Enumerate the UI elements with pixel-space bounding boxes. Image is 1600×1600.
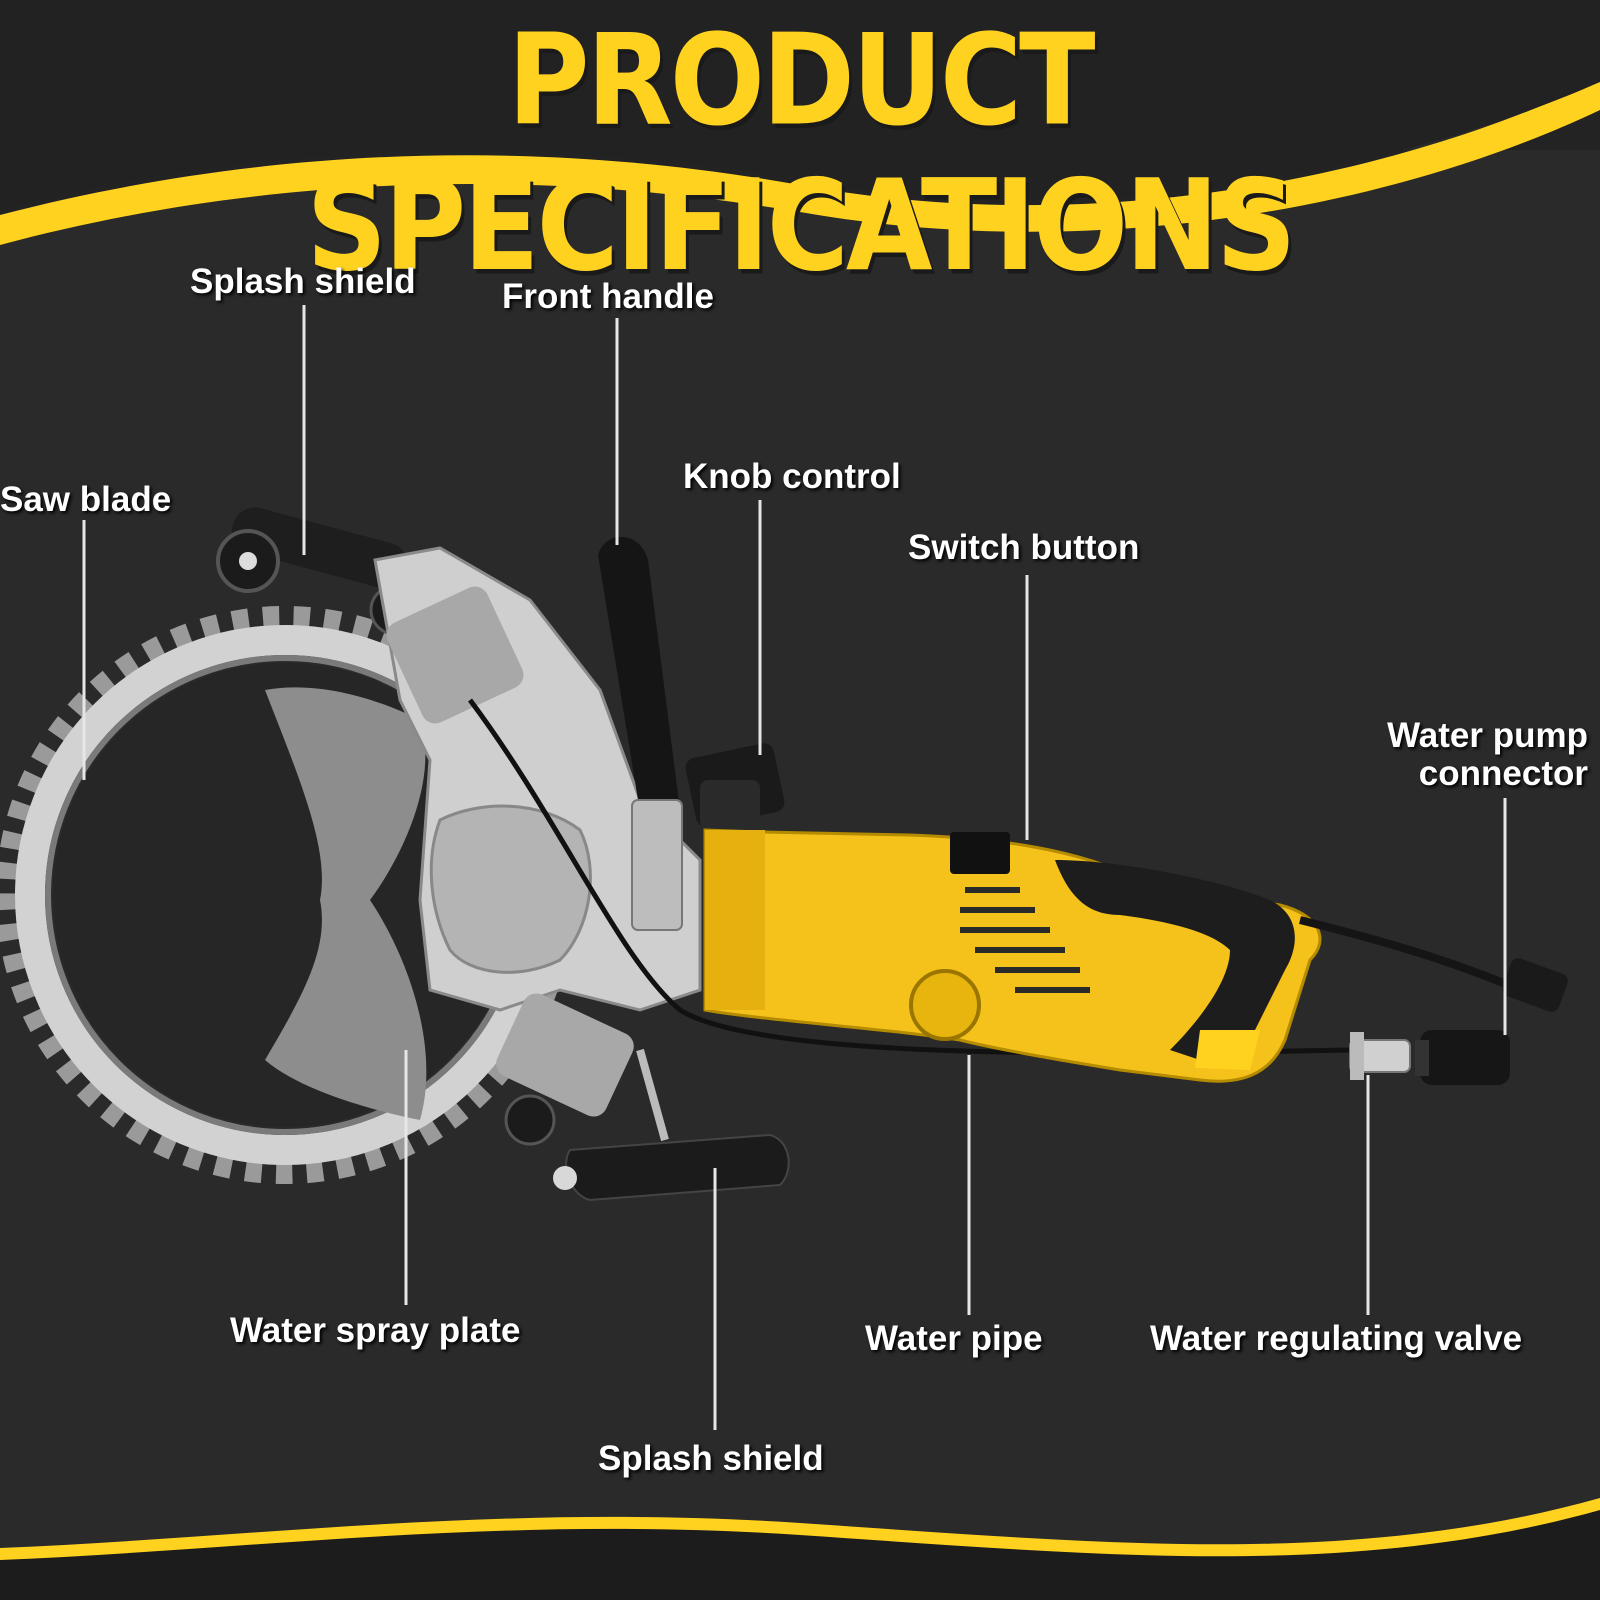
label-water-pump-connector: Water pump connector — [1330, 717, 1588, 793]
label-knob-control: Knob control — [683, 457, 901, 496]
label-front-handle: Front handle — [502, 277, 714, 316]
gearbox-housing — [373, 546, 702, 1146]
label-water-pipe: Water pipe — [865, 1319, 1043, 1358]
label-splash-shield-bottom: Splash shield — [598, 1439, 824, 1478]
label-switch-button: Switch button — [908, 528, 1140, 567]
top-swoosh-stripe — [0, 80, 1600, 245]
water-spray-plate-graphic — [265, 687, 427, 1120]
label-water-pump-connector-line1: Water pump — [1387, 716, 1588, 755]
power-cable-graphic — [1299, 916, 1522, 994]
splash-shield-bottom-graphic — [553, 1048, 790, 1202]
page-title: PRODUCT SPECIFICATIONS — [306, 8, 1296, 300]
water-regulating-valve-graphic — [1349, 1032, 1411, 1080]
water-pump-connector-graphic — [1415, 1030, 1510, 1085]
label-water-spray-plate: Water spray plate — [230, 1311, 521, 1350]
knob-control-graphic — [685, 743, 785, 830]
motor-body-graphic — [703, 828, 1322, 1083]
bottom-swoosh-stripe — [0, 1498, 1600, 1560]
label-water-regulating-valve: Water regulating valve — [1150, 1319, 1523, 1358]
label-splash-shield-top: Splash shield — [190, 262, 416, 301]
leader-lines — [82, 305, 1507, 1430]
bottom-band — [0, 1510, 1600, 1600]
top-band — [0, 0, 1600, 210]
label-water-pump-connector-line2: connector — [1418, 754, 1588, 793]
power-plug-graphic — [1502, 958, 1568, 1012]
front-handle-graphic — [598, 536, 683, 931]
label-saw-blade: Saw blade — [0, 480, 172, 519]
